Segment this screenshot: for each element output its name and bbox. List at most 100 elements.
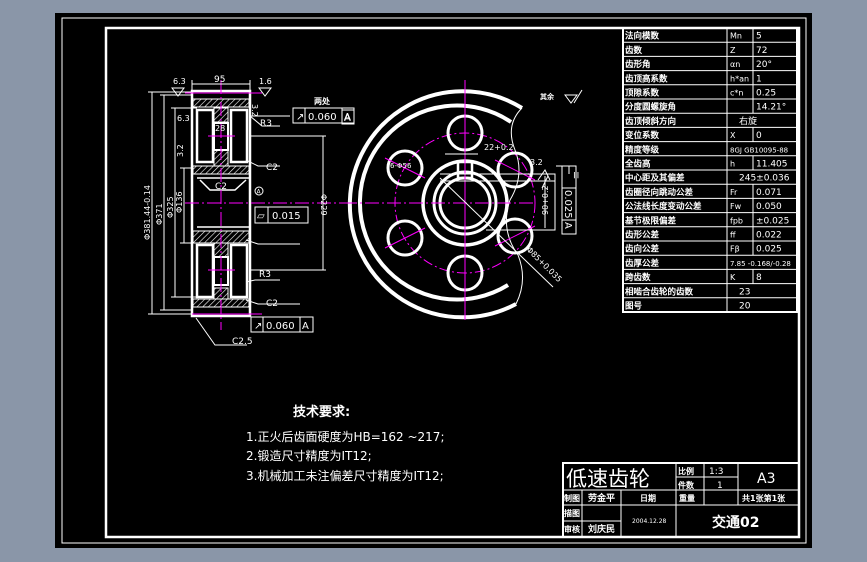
svg-text:6-Φ56: 6-Φ56: [390, 162, 412, 170]
param-symbol: αn: [730, 60, 740, 69]
param-value: 0.050: [756, 202, 782, 212]
flatness-tolerance: ⏥ 0.015: [254, 206, 309, 224]
param-name: 中心距及其偏差: [625, 173, 685, 184]
svg-text:≡: ≡: [570, 171, 581, 179]
param-value: 1: [756, 74, 762, 84]
svg-text:A: A: [344, 113, 351, 124]
svg-text:制图: 制图: [564, 493, 580, 503]
param-name: 公法线长度变动公差: [625, 201, 702, 212]
svg-text:3.2: 3.2: [176, 144, 185, 157]
param-name: 齿形角: [625, 59, 651, 70]
param-name: 变位系数: [625, 130, 660, 141]
param-name: 齿顶倾斜方向: [625, 116, 676, 127]
param-row: 全齿高 h 11.405: [623, 155, 797, 170]
svg-text:描图: 描图: [564, 508, 580, 518]
svg-text:A3: A3: [757, 471, 775, 487]
svg-text:其余: 其余: [540, 92, 555, 101]
title-block: 低速齿轮 比例 1:3 件数 1 A3 制图 劳金平 日期 重量 共1张第1张 …: [562, 462, 800, 538]
symmetry-tolerance: ≡ 0.025 A: [561, 165, 581, 235]
svg-text:审核: 审核: [564, 524, 580, 534]
svg-text:Φ229: Φ229: [319, 194, 328, 216]
svg-text:0.060: 0.060: [308, 112, 337, 123]
svg-text:28: 28: [215, 124, 225, 133]
svg-text:比例: 比例: [678, 466, 694, 476]
tech-req-line: 3.机械加工未注偏差尺寸精度为IT12;: [246, 468, 444, 483]
param-value: 0.071: [756, 188, 782, 198]
param-value: ±0.025: [756, 216, 789, 226]
svg-text:C2: C2: [215, 182, 227, 192]
side-view-section[interactable]: [148, 80, 345, 346]
param-value: 23: [739, 287, 750, 297]
param-row: 公法线长度变动公差 Fw 0.050: [623, 197, 797, 213]
svg-text:95: 95: [214, 75, 225, 85]
param-value: 右旋: [739, 115, 757, 127]
param-row: 相啮合齿轮的齿数 23: [623, 283, 797, 298]
front-view[interactable]: [343, 80, 570, 320]
param-row: 齿圈径向跳动公差 Fr 0.071: [623, 183, 797, 199]
param-name: 齿形公差: [625, 230, 660, 241]
param-symbol: Fr: [730, 188, 738, 197]
param-name: 齿厚公差: [625, 258, 660, 269]
param-value: 245±0.036: [739, 174, 790, 184]
drawing-sheet: [55, 13, 812, 548]
param-symbol: Fβ: [730, 245, 740, 254]
param-symbol: h: [730, 160, 735, 169]
technical-requirements: 技术要求: 1.正火后齿面硬度为HB=162 ~217; 2.锻造尺寸精度为IT…: [246, 404, 444, 483]
param-value: 0.022: [756, 231, 782, 241]
svg-text:2004.12.28: 2004.12.28: [632, 518, 667, 525]
svg-text:0.025: 0.025: [562, 190, 573, 219]
param-name: 分度圆螺旋角: [625, 102, 676, 113]
side-view-labels: 95 6.3 1.6 3.2 6.3 3.2 28 R3 R3 C2 C2 C2…: [143, 75, 331, 347]
svg-text:↗: ↗: [254, 321, 262, 332]
drawing-number: 交通02: [712, 514, 759, 531]
svg-text:0.015: 0.015: [272, 211, 301, 222]
tech-req-line: 1.正火后齿面硬度为HB=162 ~217;: [246, 429, 444, 444]
param-name: 齿顶高系数: [625, 73, 668, 84]
param-row: 齿形角 αn 20°: [623, 55, 797, 71]
param-name: 顶隙系数: [625, 88, 660, 99]
svg-text:6.3: 6.3: [173, 77, 186, 86]
svg-text:C2.5: C2.5: [232, 337, 253, 347]
param-name: 基节极限偏差: [624, 215, 677, 226]
param-value: 20: [739, 302, 751, 312]
svg-text:⏥: ⏥: [257, 211, 265, 222]
param-value: 72: [756, 46, 767, 56]
param-row: 法向模数 Mn 5: [625, 28, 762, 43]
param-name: 精度等级: [625, 144, 660, 155]
svg-text:6.3: 6.3: [177, 114, 190, 123]
param-value: 20°: [756, 60, 772, 70]
svg-text:90+0.2: 90+0.2: [541, 185, 550, 215]
svg-text:R3: R3: [259, 270, 271, 280]
param-name: 相啮合齿轮的齿数: [625, 286, 694, 297]
param-row: 中心距及其偏差 245±0.036: [623, 169, 797, 185]
param-value: 5: [756, 32, 762, 42]
svg-text:1: 1: [717, 481, 723, 491]
param-value: 11.405: [756, 160, 788, 170]
param-value: 8: [756, 273, 762, 283]
svg-text:R3: R3: [260, 119, 272, 129]
param-row: 齿厚公差 7.85 -0.168/-0.28: [623, 254, 797, 270]
param-value: 0.025: [756, 245, 782, 255]
svg-text:A: A: [344, 112, 351, 123]
svg-text:刘庆民: 刘庆民: [588, 523, 615, 535]
svg-text:Φ381.44-0.14: Φ381.44-0.14: [143, 185, 152, 240]
param-value: 7.85 -0.168/-0.28: [730, 260, 791, 268]
param-name: 齿圈径向跳动公差: [625, 187, 694, 198]
param-symbol: Fw: [730, 202, 742, 211]
svg-text:日期: 日期: [640, 493, 656, 503]
param-name: 全齿高: [624, 159, 651, 170]
svg-text:Φ136: Φ136: [175, 191, 184, 213]
param-symbol: Mn: [730, 32, 742, 41]
param-name: 法向模数: [625, 31, 660, 42]
param-symbol: K: [730, 273, 736, 282]
param-row: 齿顶倾斜方向 右旋: [623, 112, 797, 128]
